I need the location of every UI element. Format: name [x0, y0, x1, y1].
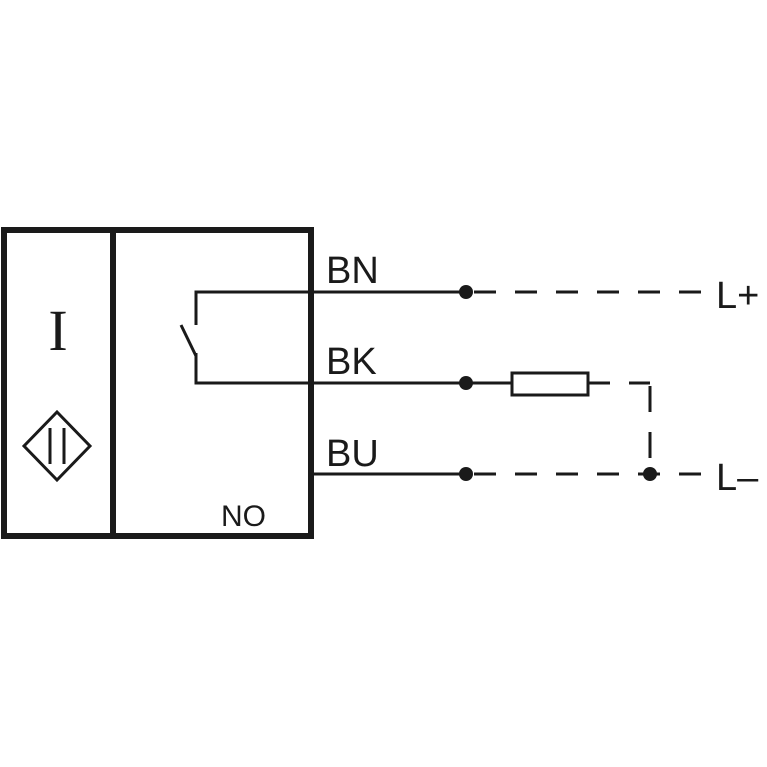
load-resistor: [510, 371, 590, 397]
terminal-label-l-plus: L+: [716, 275, 759, 317]
sensor-type-letter: I: [48, 298, 67, 363]
symbol-panel: I: [21, 298, 93, 483]
wire-label-bk: BK: [326, 341, 377, 383]
switch-blade: [179, 324, 198, 357]
terminal-dot-bu: [459, 467, 473, 481]
terminal-dot-bn: [459, 285, 473, 299]
switch-contact: [179, 290, 311, 385]
wire-label-bu: BU: [326, 433, 379, 475]
wire-bu: BU L–: [311, 433, 759, 499]
output-type-label: NO: [221, 500, 266, 533]
wire-bn: BN L+: [311, 250, 759, 317]
wire-label-bn: BN: [326, 250, 379, 292]
inductive-sensor-icon: [21, 409, 93, 483]
terminal-label-l-minus: L–: [716, 457, 759, 499]
junction-dot: [643, 467, 657, 481]
wire-bk: BK: [311, 341, 652, 474]
